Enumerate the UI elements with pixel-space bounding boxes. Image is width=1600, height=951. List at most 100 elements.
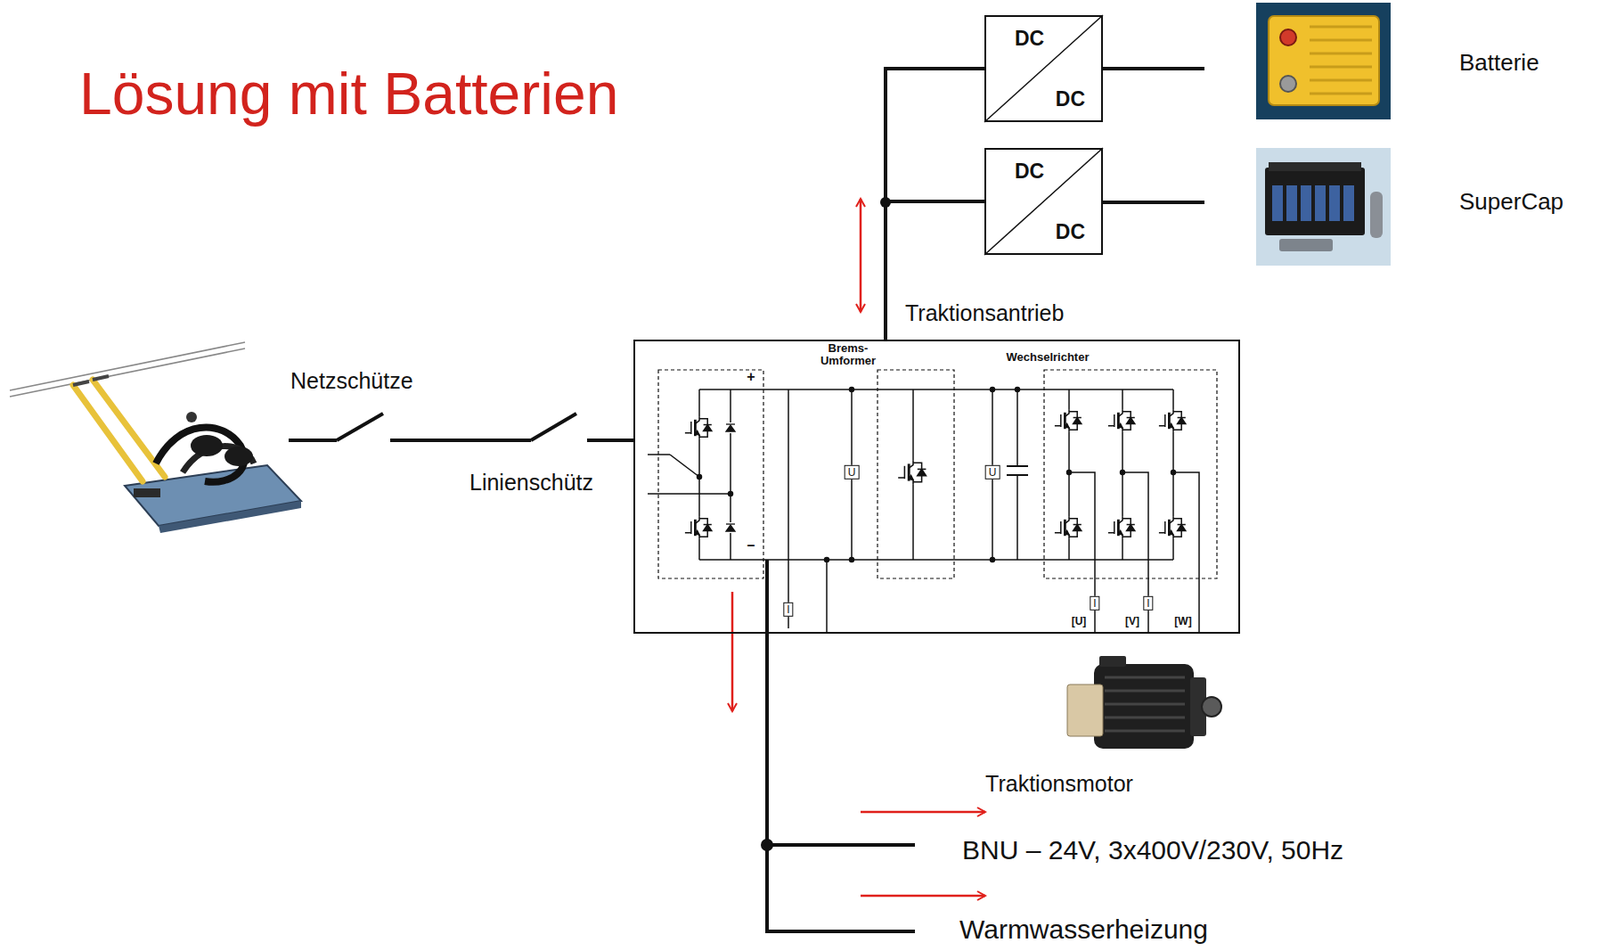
converter-schematic <box>669 454 700 477</box>
converter-schematic <box>728 491 734 497</box>
contactor-symbol <box>530 413 577 441</box>
converter-schematic <box>1044 369 1217 579</box>
aux-bus-wire <box>760 838 774 851</box>
motor-picture <box>1104 689 1185 693</box>
pantograph-picture <box>224 446 254 466</box>
converter-schematic <box>729 389 732 560</box>
phase-name: [W] <box>1174 615 1192 629</box>
supercap-picture <box>1343 185 1355 221</box>
converter-diagonal <box>984 147 1103 255</box>
converter-schematic <box>1016 389 1019 466</box>
aux-bus-wire <box>765 842 915 847</box>
converter-schematic <box>1108 515 1135 539</box>
part-label: Traktionsmotor <box>985 770 1134 797</box>
supercap-picture <box>1279 238 1333 252</box>
converter-schematic <box>725 422 736 433</box>
power-flow-arrow <box>860 894 986 898</box>
converter-schematic <box>990 557 996 563</box>
battery-picture <box>1256 2 1391 120</box>
motor-picture <box>1067 684 1103 736</box>
pantograph-picture <box>92 375 109 380</box>
pantograph-picture <box>73 381 90 385</box>
power-flow-arrow <box>731 591 735 711</box>
converter-label: DC <box>1055 87 1086 111</box>
supercap-picture <box>1370 191 1383 238</box>
converter-schematic <box>1067 470 1072 475</box>
aux-bus-wire <box>760 559 915 931</box>
power-flow-arrow <box>859 198 863 312</box>
converter-schematic <box>1108 408 1135 432</box>
sensor-symbol: I <box>783 602 793 617</box>
converter-schematic <box>685 515 712 539</box>
converter-diagonal <box>984 15 1103 123</box>
supercap-picture <box>1256 147 1391 266</box>
pantograph-picture <box>9 342 245 391</box>
aux-bus-wire <box>765 559 769 931</box>
converter-schematic <box>658 369 764 579</box>
pantograph-picture <box>9 342 302 533</box>
bus-wire <box>885 68 985 340</box>
motor-picture <box>1099 655 1127 667</box>
converter-schematic <box>647 453 670 456</box>
converter-schematic <box>825 559 828 634</box>
storage-wire <box>880 68 1205 208</box>
battery-picture <box>1309 65 1372 69</box>
converter-schematic <box>685 416 712 439</box>
box-heading: Traktionsantrieb <box>905 300 1064 327</box>
polarity-sign: + <box>746 368 755 385</box>
supercap-picture <box>1256 147 1391 266</box>
supercap-picture <box>1300 185 1312 221</box>
supercap-picture <box>1268 162 1362 172</box>
dcdc-converter: DC DC <box>984 15 1103 123</box>
converter-schematic <box>1159 408 1186 432</box>
load-label: Warmwasserheizung <box>959 914 1209 946</box>
sensor-symbol: U <box>844 465 860 480</box>
storage-wire <box>1102 66 1205 71</box>
pantograph-picture <box>190 434 223 457</box>
motor-picture <box>1104 729 1185 733</box>
part-label: Batterie <box>1459 49 1540 77</box>
contactor-symbol <box>288 438 337 442</box>
supercap-picture <box>1272 185 1283 221</box>
converter-schematic <box>1006 465 1029 467</box>
motor-picture <box>1104 702 1185 706</box>
sensor-symbol: I <box>1089 595 1100 611</box>
converter-schematic <box>1159 515 1186 539</box>
pantograph-picture <box>158 500 302 533</box>
dcdc-converter: DCDC <box>984 147 1103 255</box>
pantograph-picture <box>186 411 197 423</box>
contactor-symbol <box>288 413 634 441</box>
battery-picture <box>1309 25 1372 29</box>
block-name: Wechselrichter <box>1006 351 1090 365</box>
converter-schematic <box>787 389 790 629</box>
converter-label: DC <box>1055 220 1086 244</box>
converter-schematic <box>699 558 1174 561</box>
motor-picture <box>1067 655 1222 749</box>
traction-drive-box: Traktionsantrieb <box>633 339 1241 634</box>
battery-picture <box>1309 52 1372 56</box>
converter-schematic <box>697 474 703 480</box>
converter-label: DC <box>1014 26 1045 50</box>
sensor-symbol: I <box>1142 595 1153 611</box>
power-flow-arrow <box>860 810 986 814</box>
battery-picture <box>1280 75 1297 92</box>
converter-schematic <box>849 557 855 563</box>
sensor-symbol: U <box>985 465 1001 480</box>
battery-picture <box>1268 16 1380 106</box>
motor-picture <box>1201 696 1222 717</box>
part-label: Netzschütze <box>290 367 414 394</box>
battery-picture <box>1256 2 1391 120</box>
contactor-symbol <box>336 413 384 441</box>
converter-schematic <box>1006 473 1029 476</box>
part-label: SuperCap <box>1459 188 1564 216</box>
battery-picture <box>1309 39 1372 42</box>
contactor-symbol <box>587 438 634 442</box>
block-name: Brems- Umformer <box>814 342 882 367</box>
converter-schematic <box>1054 408 1082 432</box>
motor-picture <box>1093 663 1194 749</box>
converter-schematic <box>1171 470 1176 475</box>
motor-picture <box>1104 716 1185 719</box>
